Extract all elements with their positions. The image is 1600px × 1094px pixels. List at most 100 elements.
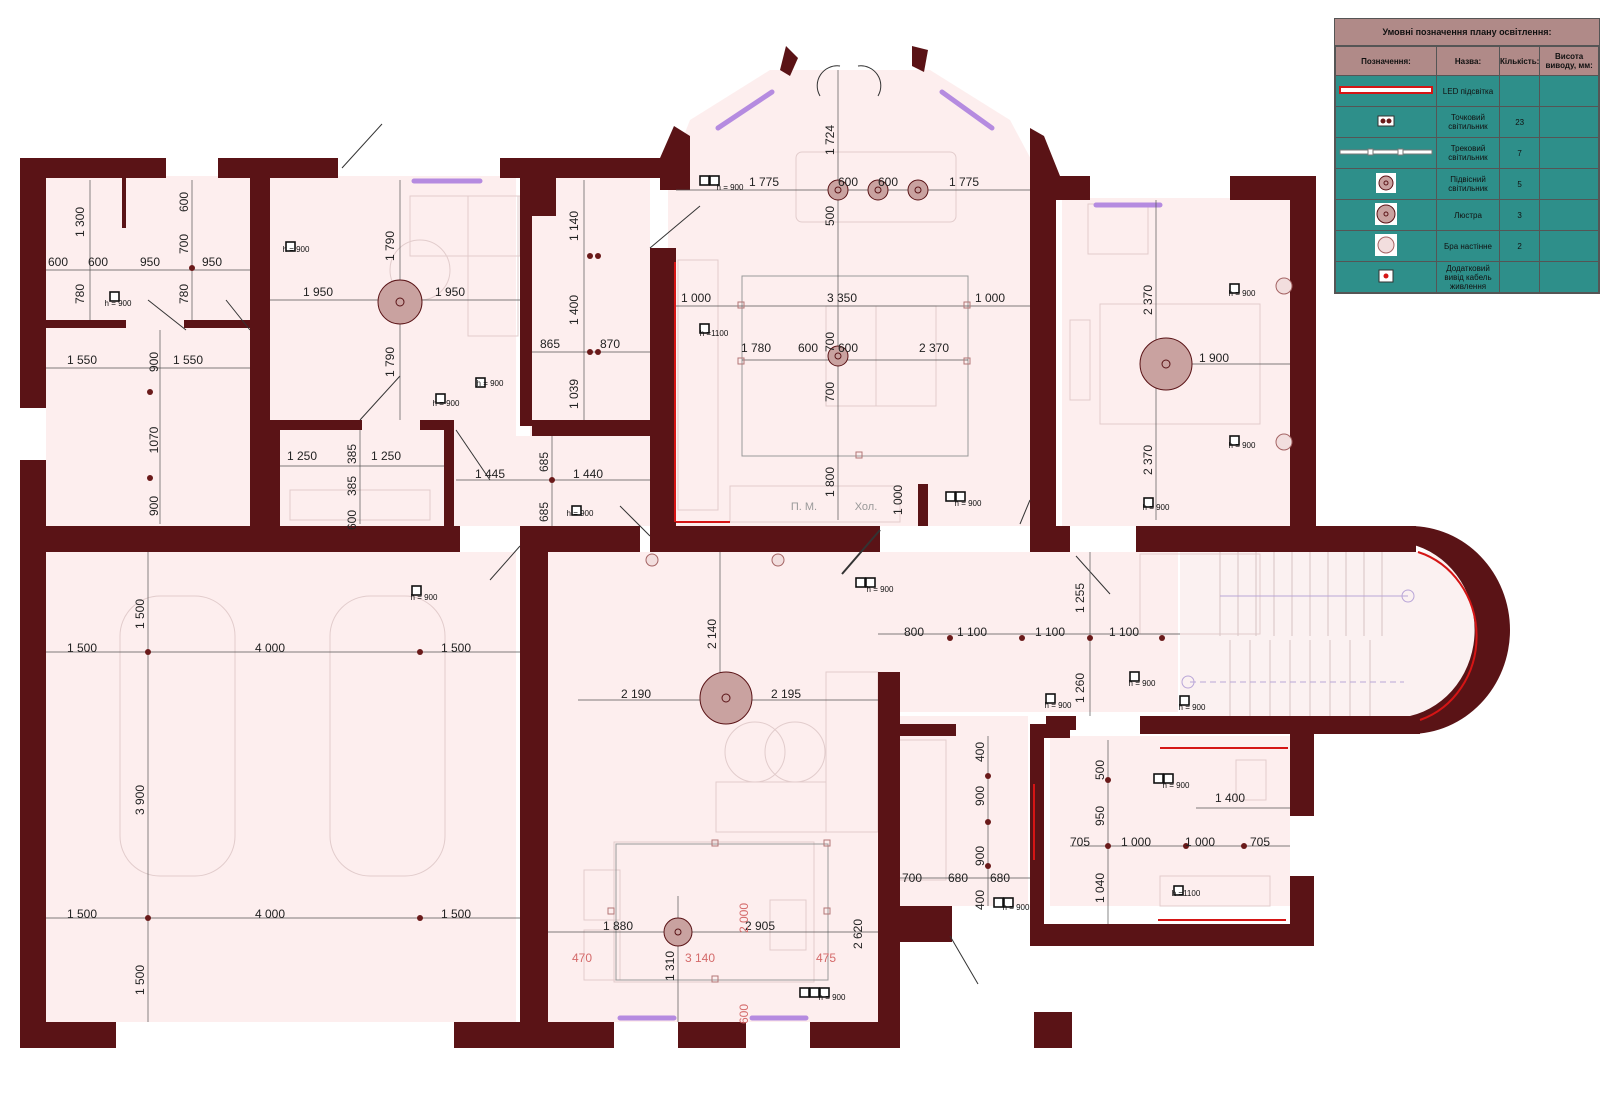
dimension-label: 1 550 [173, 353, 203, 367]
lighting-legend: Умовні позначення плану освітлення: Позн… [1334, 18, 1600, 294]
legend-qty: 3 [1498, 199, 1541, 231]
height-label: h = 900 [1163, 781, 1190, 790]
dimension-label: 1 500 [67, 641, 97, 655]
dimension-label: 1 000 [681, 291, 711, 305]
dimension-label: 1 780 [741, 341, 771, 355]
dimension-label: 1 000 [891, 485, 905, 515]
legend-qty: 2 [1498, 230, 1541, 262]
legend-row-pendant: Підвісний світильник 5 [1335, 168, 1599, 200]
dimension-label: 1 250 [287, 449, 317, 463]
height-label: h = 900 [433, 399, 460, 408]
dimension-label: 2 190 [621, 687, 651, 701]
legend-table: Позначення: Назва: Кількість: Висота вив… [1335, 46, 1599, 293]
wall-sconce-icon-1 [645, 553, 659, 567]
track-light-heads [607, 301, 971, 983]
power-outlet-icon [1378, 269, 1394, 283]
legend-header-symbol: Позначення: [1335, 46, 1437, 76]
switches [109, 175, 1240, 998]
wall-sconces [645, 277, 1293, 567]
dimension-label: 1 790 [383, 231, 397, 261]
dimension-label: 705 [1070, 835, 1090, 849]
dimension-label: 1 000 [1121, 835, 1151, 849]
pendant-light-icon-1 [827, 179, 849, 201]
dimension-label: 1 445 [475, 467, 505, 481]
dimension-label: 1 500 [441, 641, 471, 655]
legend-name: Люстра [1436, 199, 1500, 231]
dimension-label: 1 724 [823, 125, 837, 155]
dimension-label: 1 790 [383, 347, 397, 377]
height-label: h = 900 [955, 499, 982, 508]
dimension-label: 600 [798, 341, 818, 355]
height-label: h = 900 [1229, 441, 1256, 450]
dimension-label: 700 [177, 234, 191, 254]
pendant-light-icon [1376, 173, 1396, 193]
room-label: П. М. [791, 501, 817, 513]
dimension-label: 865 [540, 337, 560, 351]
legend-row-track: Трековий світильник 7 [1335, 137, 1599, 169]
dimension-label: 1 775 [949, 175, 979, 189]
dimension-label: 600 [88, 255, 108, 269]
height-label: h = 900 [567, 509, 594, 518]
dimension-label: 400 [973, 890, 987, 910]
dimension-label: 900 [147, 352, 161, 372]
dimension-label: 780 [177, 284, 191, 304]
dimension-label: 700 [823, 332, 837, 352]
dimension-label: 1070 [147, 426, 161, 453]
height-label: h = 900 [717, 183, 744, 192]
dimension-label: 1 400 [1215, 791, 1245, 805]
height-label: h = 900 [283, 245, 310, 254]
spot-light-icon [1377, 115, 1395, 127]
led-strip-icon [1339, 86, 1433, 94]
led-strips [674, 262, 1478, 921]
chandeliers [377, 279, 1193, 725]
dimension-label: 800 [904, 625, 924, 639]
height-label: h =1100 [700, 329, 729, 338]
legend-name: Трековий світильник [1436, 137, 1500, 169]
dimension-label: 950 [202, 255, 222, 269]
pendant-light-icon-4 [827, 345, 849, 367]
height-label: h = 900 [105, 299, 132, 308]
wall-sconce-icon-2 [771, 553, 785, 567]
height-label: h = 900 [477, 379, 504, 388]
dimension-label: 900 [973, 846, 987, 866]
dimension-label: 1 100 [1109, 625, 1139, 639]
dimension-label: 700 [823, 382, 837, 402]
dimension-label: 1 500 [441, 907, 471, 921]
legend-qty: 5 [1498, 168, 1541, 200]
dimension-label: 1 500 [67, 907, 97, 921]
wall-sconce-icon [1375, 234, 1397, 256]
height-label: h = 900 [1229, 289, 1256, 298]
dimension-label: 700 [902, 871, 922, 885]
track-light-icon [1339, 148, 1433, 156]
dimension-label: 3 900 [133, 785, 147, 815]
legend-name: Бра настінне [1436, 230, 1500, 262]
dimension-label: 385 [345, 444, 359, 464]
legend-row-chandelier: Люстра 3 [1335, 199, 1599, 231]
dimension-label: 385 [345, 476, 359, 496]
pendant-light-icon-3 [907, 179, 929, 201]
dimension-label: 950 [140, 255, 160, 269]
chandelier-icon-living [699, 671, 753, 725]
dimension-label: 1 440 [573, 467, 603, 481]
legend-header-name: Назва: [1436, 46, 1500, 76]
dimension-label: 500 [1093, 760, 1107, 780]
legend-qty [1498, 261, 1541, 293]
legend-row-power: Додатковий вивід кабель живлення [1335, 261, 1599, 293]
dimension-label: 600 [48, 255, 68, 269]
dimension-label: 1 800 [823, 467, 837, 497]
dimension-label: 1 550 [67, 353, 97, 367]
dimension-label: 685 [537, 452, 551, 472]
legend-header-qty: Кількість: [1498, 46, 1541, 76]
dimension-label: 1 500 [133, 599, 147, 629]
furniture-outlines [119, 151, 1271, 983]
height-label: h = 900 [1129, 679, 1156, 688]
dimension-label: 4 000 [255, 907, 285, 921]
dimension-label: 900 [147, 496, 161, 516]
legend-name: Точковий світильник [1436, 106, 1500, 138]
legend-header-height: Висота виводу, мм: [1539, 46, 1599, 76]
dimension-label: 685 [537, 502, 551, 522]
dimension-label: 2 000 [737, 903, 751, 933]
dimension-label: 1 255 [1073, 583, 1087, 613]
dimension-label: 2 620 [851, 919, 865, 949]
